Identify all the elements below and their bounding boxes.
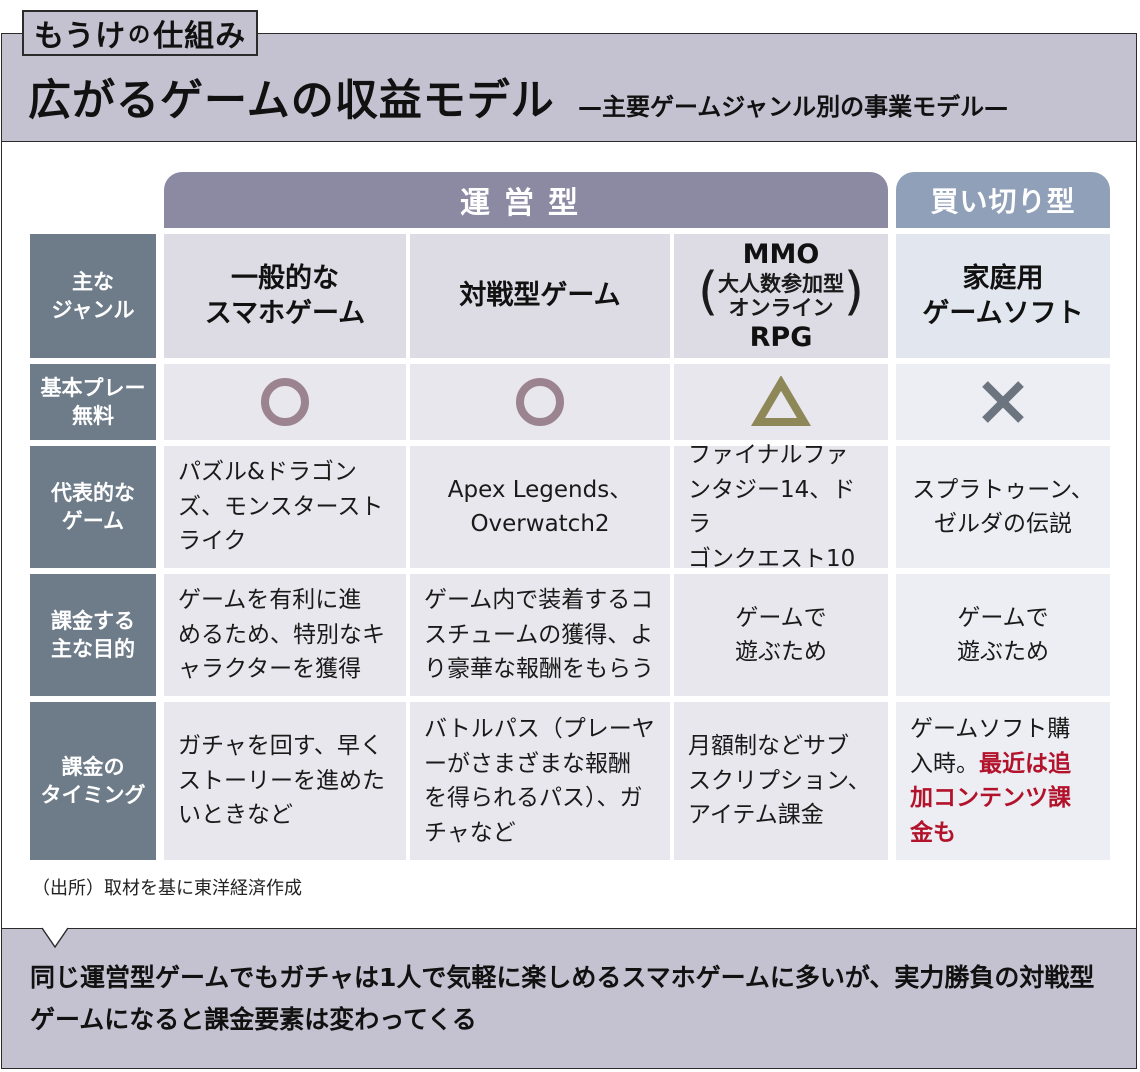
row-header-timing: 課金の タイミング xyxy=(30,702,156,860)
genre-cell: 家庭用 ゲームソフト xyxy=(896,234,1110,358)
tag-text-small: の xyxy=(128,23,152,48)
free-cell xyxy=(410,364,670,440)
mmo-label: MMO xyxy=(742,238,820,270)
paren-left: ( xyxy=(698,261,719,322)
genre-cell: 対戦型ゲーム xyxy=(410,234,670,358)
mmo-subtitle: ( 大人数参加型 オンライン ) xyxy=(698,266,864,320)
triangle-icon xyxy=(751,376,811,426)
circle-icon xyxy=(516,378,564,426)
free-cell xyxy=(896,364,1110,440)
page-title: 広がるゲームの収益モデル xyxy=(28,76,555,126)
group-header-operated: 運営型 xyxy=(164,172,888,228)
tag-text-1: もうけ xyxy=(34,19,127,54)
examples-cell: スプラトゥーン、 ゼルダの伝説 xyxy=(896,446,1110,568)
timing-cell: ガチャを回す、早く ストーリーを進めた いときなど xyxy=(164,702,406,860)
purpose-cell: ゲームを有利に進 めるため、特別なキ ャラクターを獲得 xyxy=(164,574,406,696)
tag-text-2: 仕組み xyxy=(153,19,247,54)
callout-pointer xyxy=(42,927,68,949)
group-header-buyout: 買い切り型 xyxy=(896,172,1110,228)
timing-highlight-text: 最近は追 加コンテンツ課 金も xyxy=(910,750,1071,846)
timing-cell: ゲームソフト購 入時。最近は追 加コンテンツ課 金も xyxy=(896,702,1110,860)
examples-cell: ファイナルファ ンタジー14、ドラ ゴンクエスト10 xyxy=(674,442,888,572)
rpg-label: RPG xyxy=(749,322,813,354)
purpose-cell: ゲームで 遊ぶため xyxy=(896,574,1110,696)
purpose-cell: ゲームで 遊ぶため xyxy=(674,574,888,696)
row-header-examples: 代表的な ゲーム xyxy=(30,446,156,568)
cross-icon xyxy=(982,381,1024,423)
summary-text: 同じ運営型ゲームでもガチャは1人で気軽に楽しめるスマホゲームに多いが、実力勝負の… xyxy=(2,928,1136,1068)
circle-icon xyxy=(261,378,309,426)
free-cell xyxy=(674,364,888,440)
genre-cell-mmo: MMO ( 大人数参加型 オンライン ) RPG xyxy=(674,234,888,358)
mmo-subtitle-text: 大人数参加型 オンライン xyxy=(718,271,844,320)
examples-cell: パズル&ドラゴン ズ、モンスタースト ライク xyxy=(164,446,406,568)
page-subtitle: —主要ゲームジャンル別の事業モデル— xyxy=(578,93,1009,121)
row-header-free: 基本プレー 無料 xyxy=(30,364,156,440)
section-tag: もうけの仕組み xyxy=(22,10,259,56)
examples-cell: Apex Legends、 Overwatch2 xyxy=(410,446,670,568)
row-header-genre: 主な ジャンル xyxy=(30,234,156,358)
purpose-cell: ゲーム内で装着するコ スチュームの獲得、よ り豪華な報酬をもらう xyxy=(410,574,670,696)
genre-cell: 一般的な スマホゲーム xyxy=(164,234,406,358)
paren-right: ) xyxy=(843,261,864,322)
timing-plain-text: ゲームソフト購 入時。 xyxy=(910,716,1071,777)
source-note: （出所）取材を基に東洋経済作成 xyxy=(32,878,302,899)
free-cell xyxy=(164,364,406,440)
timing-text: ゲームソフト購 入時。最近は追 加コンテンツ課 金も xyxy=(910,712,1071,850)
timing-cell: 月額制などサブ スクリプション、 アイテム課金 xyxy=(674,702,888,860)
row-header-purpose: 課金する 主な目的 xyxy=(30,574,156,696)
timing-cell: バトルパス（プレーヤ ーがさまざまな報酬 を得られるパス）、ガ チャなど xyxy=(410,702,670,860)
